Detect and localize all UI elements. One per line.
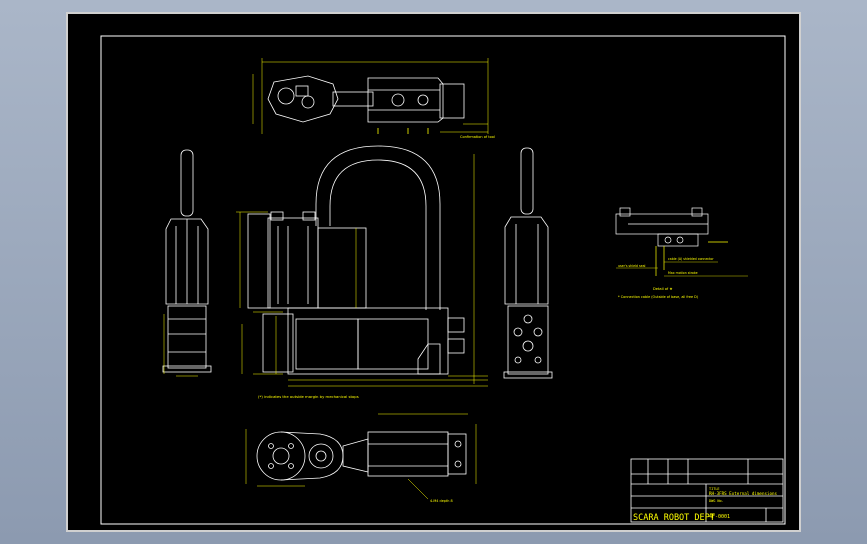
cad-drawing: Confirmation of tool bbox=[100, 35, 786, 525]
top-view bbox=[252, 58, 489, 134]
detail-leader-1: user's shield seal bbox=[618, 264, 646, 268]
front-view bbox=[247, 145, 465, 375]
title-block-dwg-label: DWG No. bbox=[709, 499, 724, 503]
title-block-title: RH-3FRS External dimensions bbox=[709, 491, 778, 496]
detail-label: Detail of ★ bbox=[653, 287, 673, 291]
detail-leader-2: cable (A) shielded connector bbox=[668, 257, 714, 261]
bottom-view bbox=[256, 431, 467, 481]
drawing-frame bbox=[100, 35, 786, 525]
flange-label: 4-M4 depth 8 bbox=[430, 499, 453, 503]
front-view-dimensions bbox=[236, 154, 488, 387]
envelope-note: (*) indicates the outside margin by mech… bbox=[258, 394, 359, 399]
cad-viewport[interactable]: Confirmation of tool bbox=[66, 12, 801, 532]
detail-view bbox=[615, 207, 748, 277]
top-callout: Confirmation of tool bbox=[460, 135, 495, 139]
title-block-dwg-no: 4F-0001 bbox=[709, 514, 730, 520]
left-side-view bbox=[162, 149, 212, 373]
title-block-title-label: TITLE bbox=[709, 487, 720, 491]
title-block-company: SCARA ROBOT DEPT bbox=[633, 513, 715, 523]
title-block bbox=[630, 458, 784, 523]
right-side-view bbox=[503, 147, 553, 379]
detail-note: * Connection cable (Outside of base, all… bbox=[618, 295, 699, 299]
detail-leader-3: Max motion stroke bbox=[668, 271, 698, 275]
